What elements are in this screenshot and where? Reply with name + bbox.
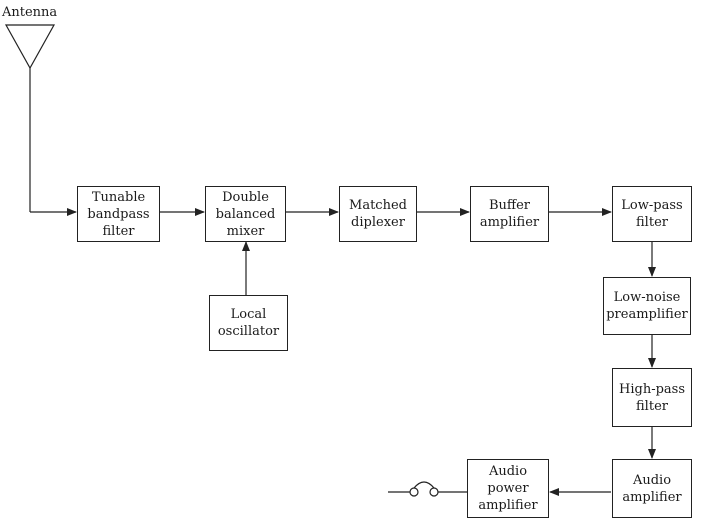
buffer-amplifier-block: Buffer amplifier xyxy=(470,186,549,242)
block-label-line: Audio xyxy=(632,472,672,488)
double-balanced-mixer-block: Double balanced mixer xyxy=(205,186,286,242)
connection-lines xyxy=(30,208,656,496)
audio-power-amplifier-block: Audio power amplifier xyxy=(467,459,549,518)
block-label-line: preamplifier xyxy=(606,307,688,322)
block-label-line: Double xyxy=(222,189,269,205)
block-label-line: balanced xyxy=(215,206,276,222)
block-label-line: power xyxy=(487,481,529,496)
block-label-line: oscillator xyxy=(217,324,280,339)
block-label-line: filter xyxy=(636,215,668,230)
antenna-label: Antenna xyxy=(2,5,58,20)
block-label-line: Buffer xyxy=(488,198,531,213)
block-label-line: Matched xyxy=(349,198,407,213)
low-pass-filter-block: Low-pass filter xyxy=(612,186,692,242)
block-label-line: Low-pass xyxy=(621,198,683,213)
block-label-line: mixer xyxy=(226,223,265,239)
block-label-line: High-pass xyxy=(619,381,685,397)
high-pass-filter-block: High-pass filter xyxy=(612,368,692,427)
matched-diplexer-block: Matched diplexer xyxy=(339,186,417,242)
block-label-line: Audio xyxy=(488,464,528,479)
block-label-line: amplifier xyxy=(478,498,538,513)
audio-amplifier-block: Audio amplifier xyxy=(612,459,692,518)
block-label-line: bandpass xyxy=(87,206,150,222)
local-oscillator-block: Local oscillator xyxy=(209,295,288,351)
block-label-line: Low-noise xyxy=(613,290,681,305)
block-label-line: diplexer xyxy=(351,215,405,230)
block-label-line: Tunable xyxy=(91,189,146,205)
block-label-line: amplifier xyxy=(622,489,682,505)
block-label-line: filter xyxy=(636,398,668,414)
headphone-jack-icon xyxy=(388,481,439,497)
low-noise-preamplifier-block: Low-noise preamplifier xyxy=(603,277,691,335)
block-label-line: filter xyxy=(102,223,135,239)
antenna-icon xyxy=(4,24,56,212)
block-label-line: Local xyxy=(230,307,267,322)
tunable-bandpass-filter-block: Tunable bandpass filter xyxy=(77,186,160,242)
block-label-line: amplifier xyxy=(479,215,540,230)
